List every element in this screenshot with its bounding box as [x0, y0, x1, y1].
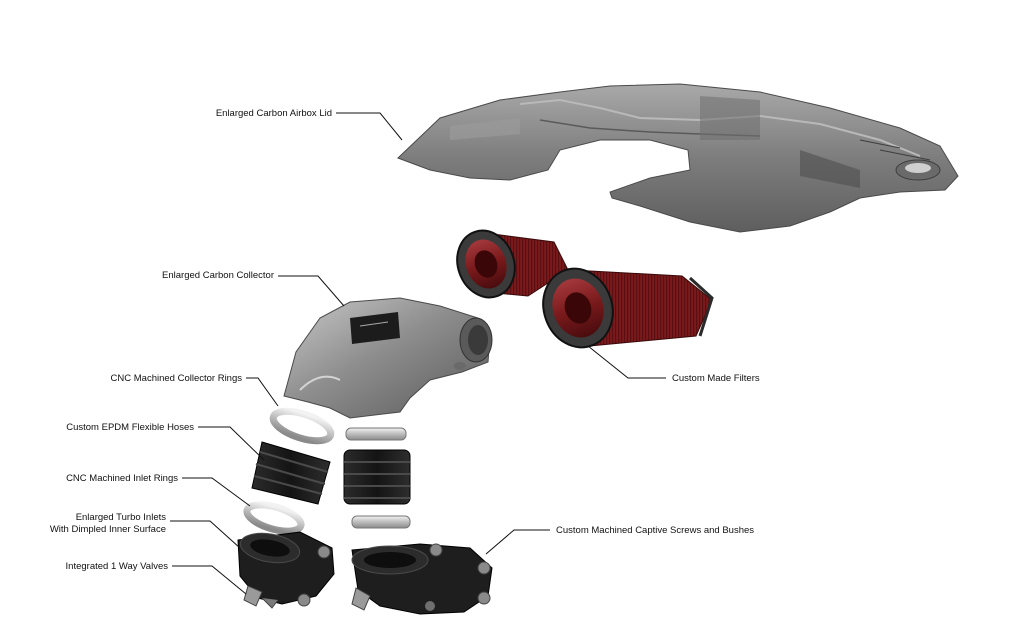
- label-inlet-rings: CNC Machined Inlet Rings: [66, 473, 178, 484]
- filter-back: [456, 229, 569, 299]
- label-airbox-lid: Enlarged Carbon Airbox Lid: [215, 108, 332, 119]
- leader-lines: [170, 112, 666, 595]
- label-collector: Enlarged Carbon Collector: [162, 270, 274, 281]
- leader-inlet-rings: [182, 477, 251, 507]
- inlet-ring-left: [243, 501, 305, 535]
- collector-ring-left: [269, 407, 335, 445]
- label-epdm-hoses: Custom EPDM Flexible Hoses: [66, 422, 194, 433]
- leader-screws: [485, 529, 550, 555]
- leader-airbox-lid: [336, 112, 403, 141]
- leader-filters: [587, 345, 666, 379]
- airbox-lid-part: [397, 83, 959, 233]
- filter-front: [542, 267, 714, 349]
- turbo-inlet-right: [351, 543, 493, 615]
- label-collector-rings: CNC Machined Collector Rings: [110, 373, 242, 384]
- label-turbo-inlets-line1: Enlarged Turbo Inlets: [75, 512, 166, 523]
- label-valves: Integrated 1 Way Valves: [65, 561, 168, 572]
- leader-epdm-hoses: [198, 426, 265, 461]
- carbon-collector-part: [283, 297, 493, 419]
- leader-collector-rings: [246, 377, 279, 407]
- collector-ring-right: [345, 427, 407, 441]
- leader-valves: [172, 565, 247, 595]
- epdm-hose-left: [251, 441, 331, 505]
- leader-collector: [278, 275, 345, 307]
- label-turbo-inlets-line2: With Dimpled Inner Surface: [49, 524, 166, 535]
- turbo-inlet-left: [237, 531, 335, 609]
- label-filters: Custom Made Filters: [672, 373, 760, 384]
- label-screws: Custom Machined Captive Screws and Bushe…: [556, 525, 755, 536]
- leader-turbo-inlets: [170, 520, 241, 549]
- epdm-hose-right: [343, 449, 411, 505]
- inlet-ring-right: [351, 515, 411, 529]
